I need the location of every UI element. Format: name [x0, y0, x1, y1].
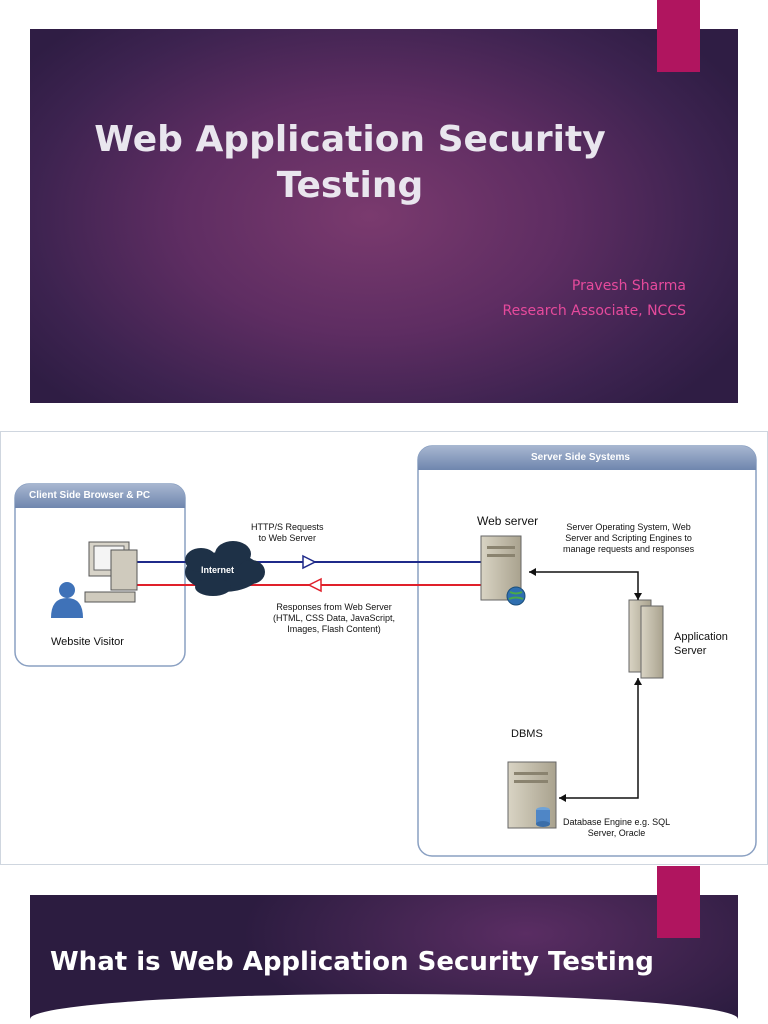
web-server-note-line3: manage requests and responses [563, 544, 695, 554]
dbms-icon [507, 761, 557, 829]
app-server-label: Application Server [674, 630, 728, 658]
request-label-line1: HTTP/S Requests [251, 522, 324, 532]
response-label-line3: Images, Flash Content) [287, 624, 381, 634]
web-server-label: Web server [477, 514, 539, 528]
web-server-note-line1: Server Operating System, Web [566, 522, 691, 532]
db-note-line2: Server, Oracle [587, 828, 646, 838]
author-role: Research Associate, NCCS [502, 303, 686, 319]
author-name: Pravesh Sharma [571, 278, 686, 294]
slide-title-line1: Web Application Security [94, 119, 606, 160]
diagram-graphics [14, 445, 757, 857]
db-note: Database Engine e.g. SQL Server, Oracle [563, 817, 670, 839]
accent-tab-bottom [657, 866, 700, 938]
client-box-title: Client Side Browser & PC [29, 490, 151, 501]
response-label: Responses from Web Server (HTML, CSS Dat… [273, 602, 395, 635]
web-server-note-line2: Server and Scripting Engines to [565, 533, 692, 543]
website-visitor-icon [51, 541, 138, 618]
dbms-label: DBMS [511, 728, 543, 740]
request-label-line2: to Web Server [258, 533, 316, 543]
title-slide: Web Application Security Testing Pravesh… [30, 29, 738, 403]
request-label: HTTP/S Requests to Web Server [251, 522, 324, 544]
response-label-line2: (HTML, CSS Data, JavaScript, [273, 613, 396, 623]
internet-label: Internet [201, 565, 235, 575]
application-server-icon [628, 599, 664, 679]
website-visitor-label: Website Visitor [51, 636, 124, 648]
internet-cloud-icon [185, 541, 265, 596]
web-server-icon [480, 535, 526, 606]
app-server-label-line2: Server [674, 645, 707, 657]
section-title: What is Web Application Security Testing [50, 947, 654, 977]
server-box-title: Server Side Systems [531, 452, 630, 463]
app-server-label-line1: Application [674, 631, 728, 643]
slide-title: Web Application Security Testing [80, 117, 620, 209]
db-note-line1: Database Engine e.g. SQL [563, 817, 671, 827]
web-server-note: Server Operating System, Web Server and … [563, 522, 694, 555]
section-slide: What is Web Application Security Testing [30, 895, 738, 1024]
author-block: Pravesh Sharma Research Associate, NCCS [503, 274, 686, 324]
accent-tab-top [657, 0, 700, 72]
response-label-line1: Responses from Web Server [276, 602, 392, 612]
architecture-diagram: Client Side Browser & PC Server Side Sys… [0, 431, 768, 865]
slide-title-line2: Testing [276, 165, 424, 206]
slide-bottom-curve [30, 994, 738, 1024]
